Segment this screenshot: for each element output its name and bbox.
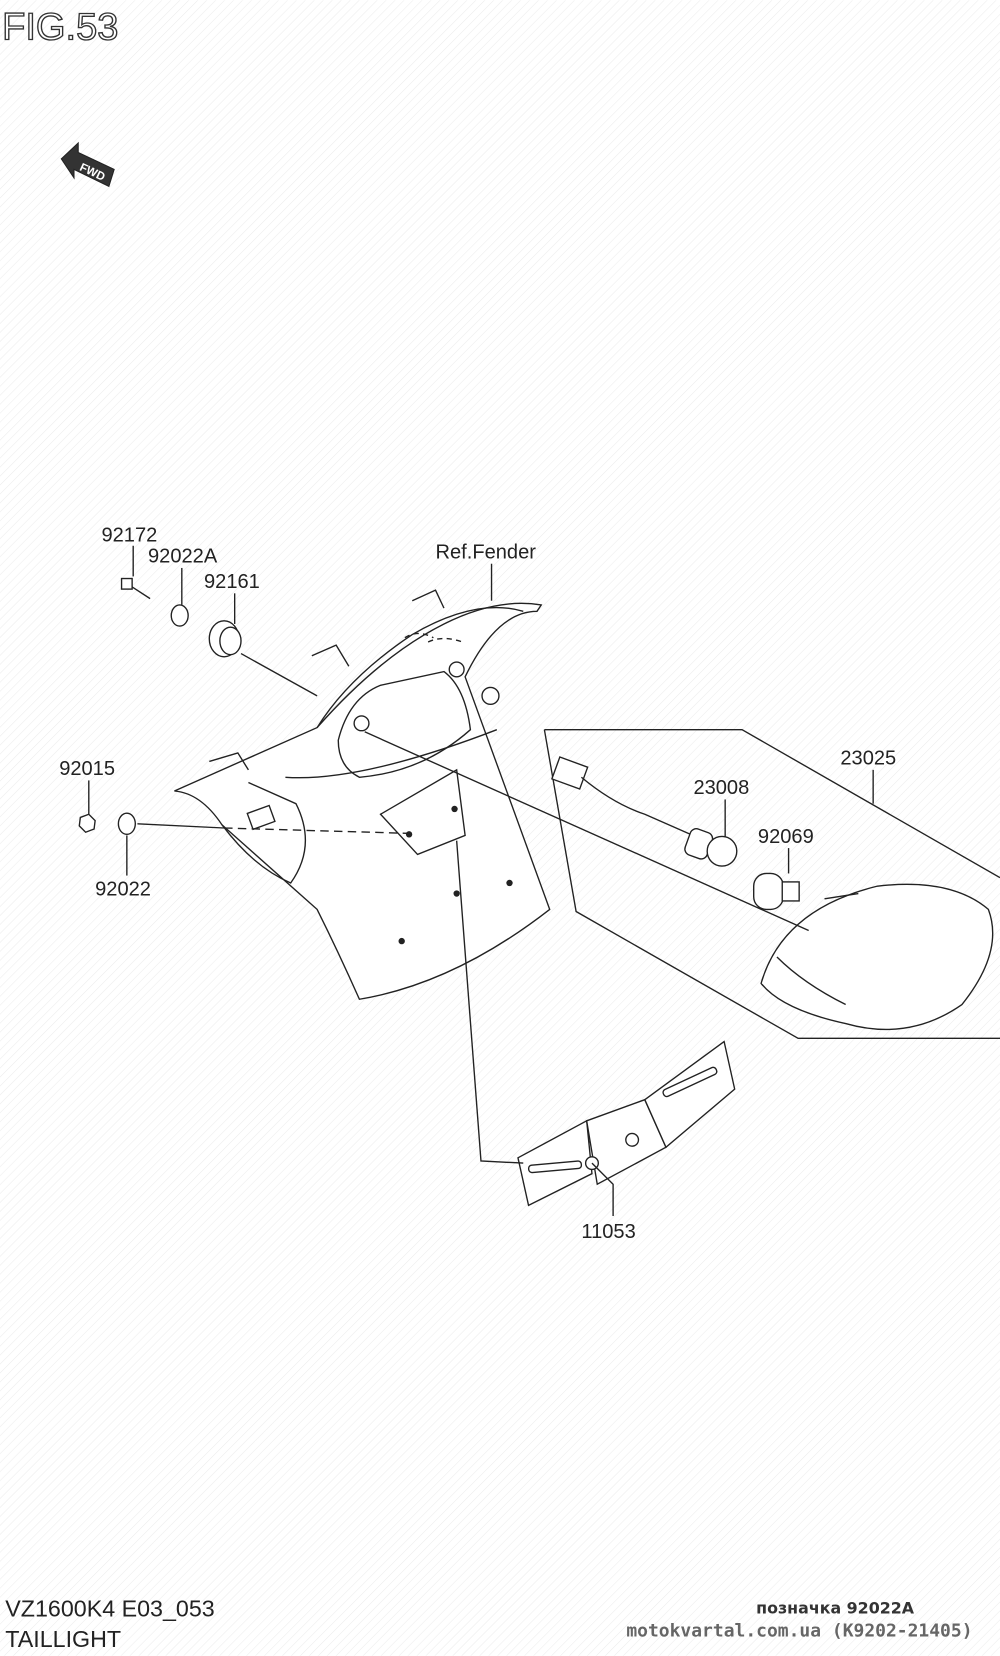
grommet-92161 [208, 620, 242, 658]
rear-fender [174, 589, 551, 1001]
callout-92022: 92022 [95, 879, 151, 901]
callout-ref-fender: Ref.Fender [436, 541, 537, 563]
license-bracket [517, 1040, 736, 1207]
leader-lens [364, 731, 809, 932]
watermark-site: motokvartal.com.ua (K9202-21405) [626, 1621, 972, 1642]
assembly-frame [544, 729, 1000, 879]
screw-92172 [120, 577, 151, 600]
callout-11053: 11053 [581, 1221, 635, 1243]
figure-title: FIG.53 [2, 6, 118, 48]
callout-92022A: 92022A [148, 546, 218, 568]
callout-92069: 92069 [758, 826, 814, 848]
callout-92015: 92015 [59, 758, 115, 780]
callout-92172: 92172 [101, 525, 157, 547]
taillight-lens [760, 883, 994, 1031]
model-code: VZ1600K4 E03_053 [5, 1596, 214, 1622]
washer-92022A [170, 604, 189, 627]
leader-lines [88, 545, 874, 1216]
callout-92161: 92161 [204, 571, 260, 593]
bulb-92069 [753, 872, 800, 911]
socket-23008 [551, 756, 738, 867]
section-title: TAILLIGHT [5, 1626, 121, 1652]
callout-23025: 23025 [840, 748, 896, 770]
callout-23008: 23008 [693, 777, 749, 799]
washer-92022 [117, 812, 136, 836]
assembly-frame-bottom [543, 729, 1000, 1040]
watermark-label: позначка 92022A [756, 1598, 915, 1617]
